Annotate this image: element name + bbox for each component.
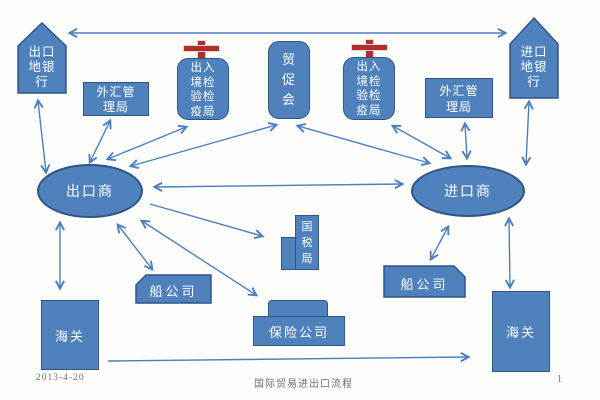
node-insurance: 保险公司 [253, 316, 345, 346]
node-bank-import: 进口 地银 行 [509, 17, 559, 99]
node-customs-right-label: 海关 [505, 325, 536, 340]
footer-title: 国际贸易进出口流程 [254, 379, 353, 390]
arrow-forex_right-to-importer [460, 121, 472, 161]
footer-page-number: 1 [557, 374, 563, 385]
node-tax-bureau-step [281, 237, 296, 270]
red-cross-icon [351, 39, 388, 58]
arrow-importer-to-customs_right [504, 216, 515, 290]
node-ciq-left: 出入 境检 验检 疫局 [177, 58, 229, 120]
snip-rect-shape [383, 265, 466, 298]
node-ship-right: 船公司 [383, 265, 466, 298]
node-ciq-right: 出入 境检 验检 疫局 [343, 57, 395, 120]
node-bank-import-label: 进口 地银 行 [520, 45, 548, 89]
node-ship-left-label: 船公司 [149, 284, 198, 299]
node-insurance-label: 保险公司 [268, 324, 329, 340]
red-cross-icon [183, 40, 220, 59]
node-forex-right: 外汇管 理局 [425, 78, 493, 118]
arrow-forex_left-to-exporter [88, 118, 112, 165]
footer-date: 2013-4-20 [36, 373, 85, 383]
cross-horizontal-bar [351, 44, 388, 51]
arrow-exporter-to-importer [152, 179, 405, 192]
node-ship-left: 船公司 [135, 274, 212, 304]
node-tax-bureau-label: 国 税 局 [301, 221, 313, 265]
arrow-trade_council-to-importer [295, 123, 432, 166]
node-forex-right-label: 外汇管 理局 [439, 84, 479, 114]
node-bank-export-label: 出口 地银 行 [28, 45, 56, 89]
node-ciq-left-label: 出入 境检 验检 疫局 [190, 62, 216, 118]
arrow-trade_council-to-exporter [128, 122, 279, 169]
node-trade-council-label: 贸 促 会 [281, 52, 296, 107]
arrow-ciq_right-to-importer [390, 124, 453, 160]
arrow-bank_import-to-importer [521, 99, 534, 167]
arrow-bank_export-to-exporter [33, 98, 51, 175]
house-shape [509, 17, 559, 99]
node-importer: 进口商 [411, 165, 525, 217]
node-forex-left-label: 外汇管 理局 [96, 85, 136, 114]
cross-horizontal-bar [183, 45, 220, 52]
node-ship-right-label: 船公司 [400, 277, 449, 292]
node-bank-export: 出口 地银 行 [17, 22, 67, 94]
node-customs-right: 海关 [492, 291, 550, 372]
house-shape [17, 22, 67, 94]
node-customs-left: 海关 [41, 300, 99, 370]
node-tax-bureau: 国 税 局 [295, 215, 319, 270]
arrow-exporter-to-ship_left [116, 222, 154, 272]
node-importer-label: 进口商 [444, 185, 492, 200]
node-exporter: 出口商 [37, 164, 143, 218]
arrow-exporter-to-tax_bureau [149, 203, 265, 239]
arrow-ciq_left-to-exporter [105, 124, 189, 162]
node-ciq-right-label: 出入 境检 验检 疫局 [356, 61, 382, 117]
arrow-customs_left-to-customs_right [107, 352, 471, 363]
node-customs-left-label: 海关 [54, 328, 85, 344]
node-forex-left: 外汇管 理局 [83, 82, 149, 116]
node-exporter-label: 出口商 [66, 185, 114, 200]
node-trade-council: 贸 促 会 [268, 41, 310, 119]
arrow-importer-to-ship_right [429, 224, 450, 262]
